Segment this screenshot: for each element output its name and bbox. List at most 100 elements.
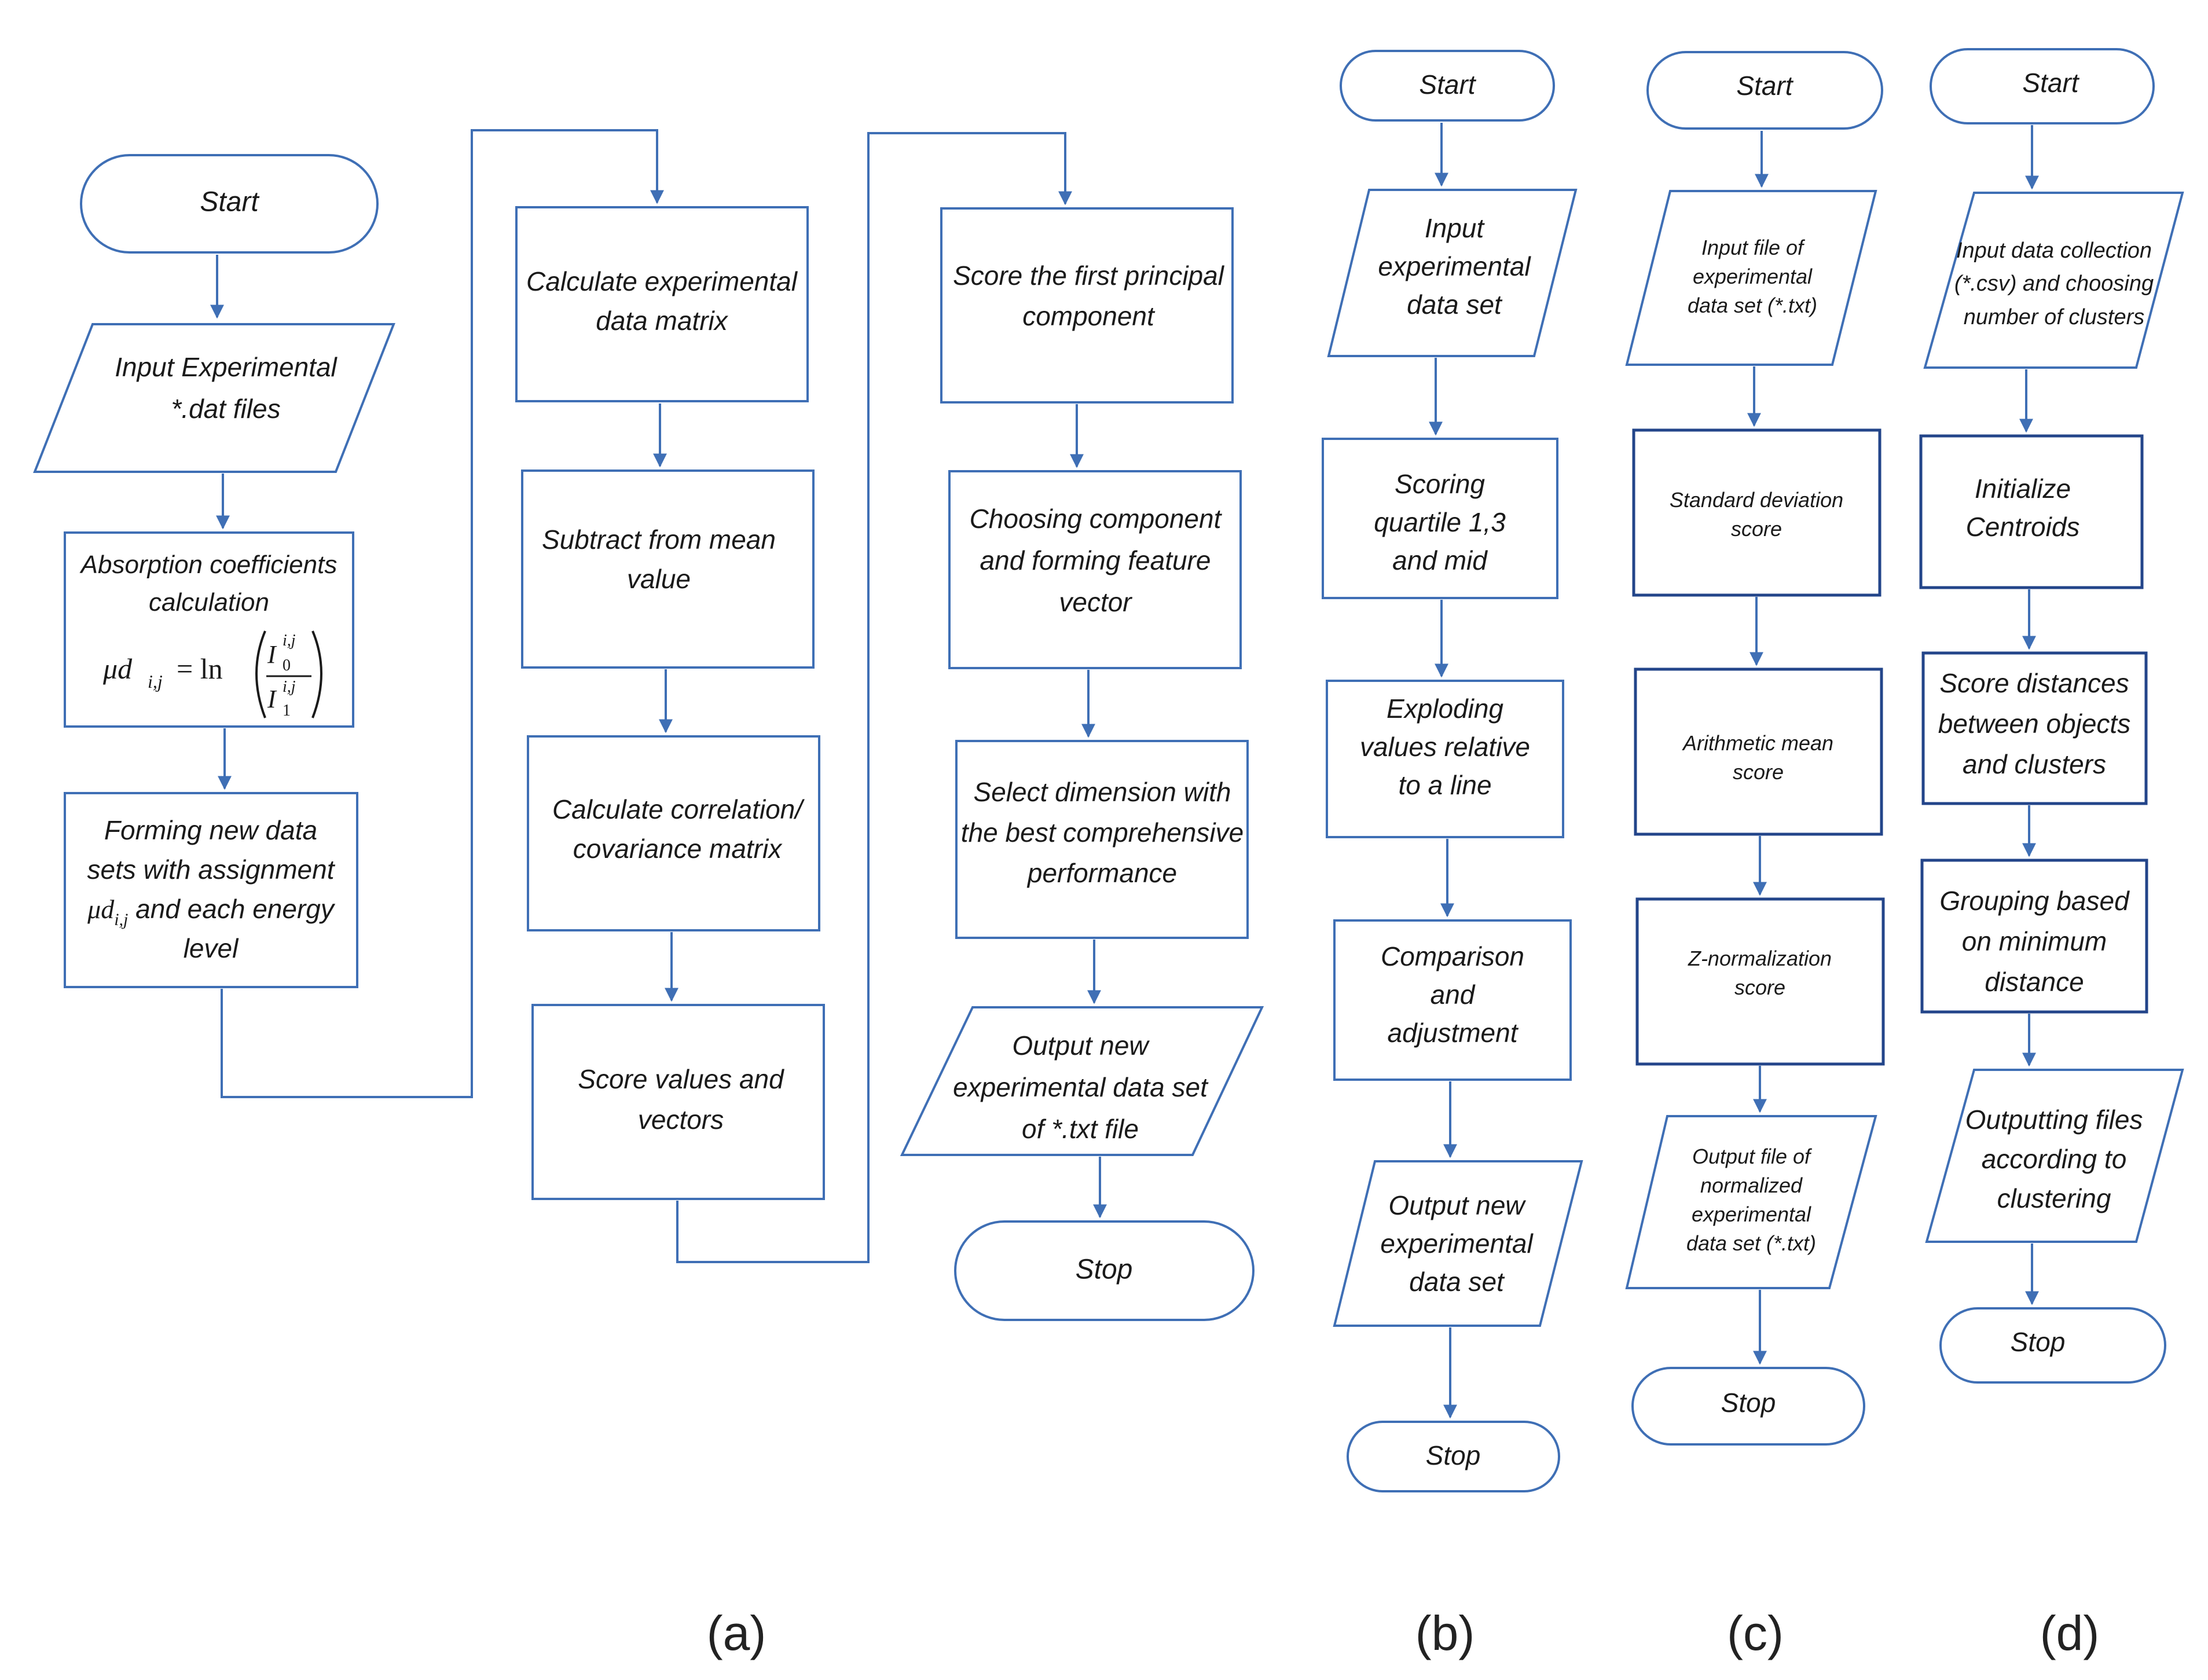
d-init-line1: Initialize: [1975, 474, 2071, 504]
d-grouping-process: Grouping based on minimum distance: [1920, 859, 2148, 1014]
d-start-label: Start: [2022, 68, 2079, 98]
b-exploding-process: Exploding values relative to a line: [1326, 680, 1564, 838]
b-comparison-line1: Comparison: [1381, 941, 1524, 971]
b-exploding-line1: Exploding: [1387, 694, 1503, 724]
flowchart-d: Start Input data collection (*.csv) and …: [1919, 48, 2184, 1384]
formula-num-base: I: [267, 640, 277, 669]
b-output-line3: data set: [1409, 1267, 1505, 1297]
formula-den-sup: i,j: [283, 678, 296, 696]
a-input-line1: Input Experimental: [115, 352, 338, 382]
b-comparison-line3: adjustment: [1387, 1018, 1519, 1048]
c-output-line1: Output file of: [1692, 1145, 1813, 1168]
a-select-dim-line3: performance: [1026, 858, 1177, 888]
c-arith-mean-process: Arithmetic mean score: [1634, 667, 1883, 836]
b-stop-label: Stop: [1426, 1440, 1481, 1470]
c-stddev-process: Standard deviation score: [1632, 428, 1881, 597]
a-forming-line1: Forming new data: [104, 815, 317, 845]
c-output-data: Output file of normalized experimental d…: [1625, 1115, 1877, 1289]
d-input-line1: Input data collection: [1956, 239, 2152, 263]
a-input-line2: *.dat files: [171, 394, 280, 424]
c-arith-mean-line1: Arithmetic mean: [1682, 731, 1833, 755]
a-score-values-line2: vectors: [638, 1105, 724, 1135]
c-stop-label: Stop: [1721, 1388, 1776, 1418]
b-scoring-line1: Scoring: [1395, 469, 1485, 499]
a-correlation-line1: Calculate correlation/: [552, 794, 805, 824]
a-output-data: Output new experimental data set of *.tx…: [900, 1006, 1264, 1156]
a-choosing-line1: Choosing component: [970, 504, 1223, 534]
d-grouping-line1: Grouping based: [1939, 886, 2130, 916]
c-output-line3: experimental: [1692, 1202, 1811, 1226]
a-subtract-line2: value: [627, 564, 691, 594]
d-outputting-line3: clustering: [1997, 1183, 2111, 1213]
c-stddev-line1: Standard deviation: [1670, 488, 1843, 512]
c-output-line4: data set (*.txt): [1686, 1231, 1816, 1255]
a-output-line3: of *.txt file: [1022, 1114, 1139, 1144]
a-select-dim-line1: Select dimension with: [974, 777, 1231, 807]
d-start-terminal: Start: [1930, 48, 2155, 124]
b-comparison-line2: and: [1431, 980, 1476, 1010]
panel-label-a: (a): [707, 1606, 766, 1660]
d-input-data: Input data collection (*.csv) and choosi…: [1923, 192, 2184, 369]
d-stop-terminal: Stop: [1939, 1307, 2166, 1384]
d-input-line2: (*.csv) and choosing: [1954, 272, 2154, 296]
c-input-data: Input file of experimental data set (*.t…: [1625, 190, 1877, 366]
panel-labels: (a) (b) (c) (d): [707, 1606, 2100, 1660]
d-score-dist-line3: and clusters: [1963, 749, 2106, 779]
b-output-data: Output new experimental data set: [1333, 1160, 1583, 1327]
a-choosing-line3: vector: [1059, 587, 1132, 617]
a-score-first-line2: component: [1022, 301, 1156, 331]
a-forming-process: Forming new data sets with assignment μd…: [64, 792, 358, 988]
a-calc-matrix-line2: data matrix: [596, 306, 729, 336]
a-correlation-line2: covariance matrix: [573, 834, 783, 864]
c-stop-terminal: Stop: [1631, 1367, 1865, 1446]
d-outputting-data: Outputting files according to clustering: [1925, 1069, 2184, 1243]
a-absorption-line2: calculation: [149, 588, 269, 617]
b-exploding-line2: values relative: [1360, 732, 1530, 762]
formula-num-sup: i,j: [283, 632, 296, 650]
c-input-line2: experimental: [1693, 265, 1813, 288]
b-input-line1: Input: [1425, 213, 1486, 243]
a-absorption-process: Absorption coefficients calculation μd i…: [64, 531, 354, 728]
a-forming-line4: level: [184, 933, 239, 963]
panel-label-c: (c): [1727, 1606, 1784, 1660]
a-start-terminal: Start: [80, 154, 379, 254]
b-scoring-process: Scoring quartile 1,3 and mid: [1322, 438, 1558, 599]
d-input-line3: number of clusters: [1964, 305, 2145, 329]
panel-label-d: (d): [2040, 1606, 2100, 1660]
d-grouping-line2: on minimum: [1962, 926, 2107, 956]
b-output-line2: experimental: [1380, 1228, 1534, 1259]
a-output-line2: experimental data set: [953, 1072, 1209, 1102]
a-choosing-line2: and forming feature: [980, 545, 1211, 575]
d-score-dist-line1: Score distances: [1939, 668, 2129, 698]
b-exploding-line3: to a line: [1398, 770, 1491, 800]
a-forming-line2: sets with assignment: [87, 854, 336, 885]
b-output-line1: Output new: [1388, 1190, 1526, 1220]
a-score-values-line1: Score values and: [578, 1064, 784, 1094]
a-choosing-process: Choosing component and forming feature v…: [948, 470, 1242, 669]
a-subtract-process: Subtract from mean value: [521, 469, 815, 669]
formula-den-sub: 1: [283, 702, 291, 720]
b-input-data: Input experimental data set: [1327, 189, 1578, 357]
a-output-line1: Output new: [1012, 1030, 1150, 1061]
d-grouping-line3: distance: [1985, 967, 2084, 997]
d-score-dist-process: Score distances between objects and clus…: [1921, 651, 2148, 805]
a-correlation-process: Calculate correlation/ covariance matrix: [527, 735, 820, 931]
a-subtract-line1: Subtract from mean: [542, 524, 776, 555]
formula-lhs-base: μd: [102, 652, 133, 685]
d-stop-label: Stop: [2011, 1327, 2066, 1357]
a-forming-mu: μd: [87, 894, 115, 924]
absorption-formula: μd i,j = ln I i,j 0 I i,j 1: [102, 630, 322, 720]
formula-eq: = ln: [177, 652, 223, 685]
formula-den-base: I: [267, 685, 277, 713]
a-select-dim-process: Select dimension with the best comprehen…: [955, 740, 1249, 939]
c-stddev-line2: score: [1731, 517, 1782, 541]
flowchart-c: Start Input file of experimental data se…: [1625, 51, 1885, 1446]
c-start-terminal: Start: [1646, 51, 1883, 130]
a-stop-terminal: Stop: [954, 1220, 1255, 1321]
c-output-line2: normalized: [1700, 1173, 1803, 1197]
panel-label-b: (b): [1415, 1606, 1475, 1660]
b-input-line2: experimental: [1378, 251, 1531, 281]
c-znorm-process: Z-normalization score: [1635, 897, 1885, 1066]
a-input-data: Input Experimental *.dat files: [33, 323, 395, 473]
